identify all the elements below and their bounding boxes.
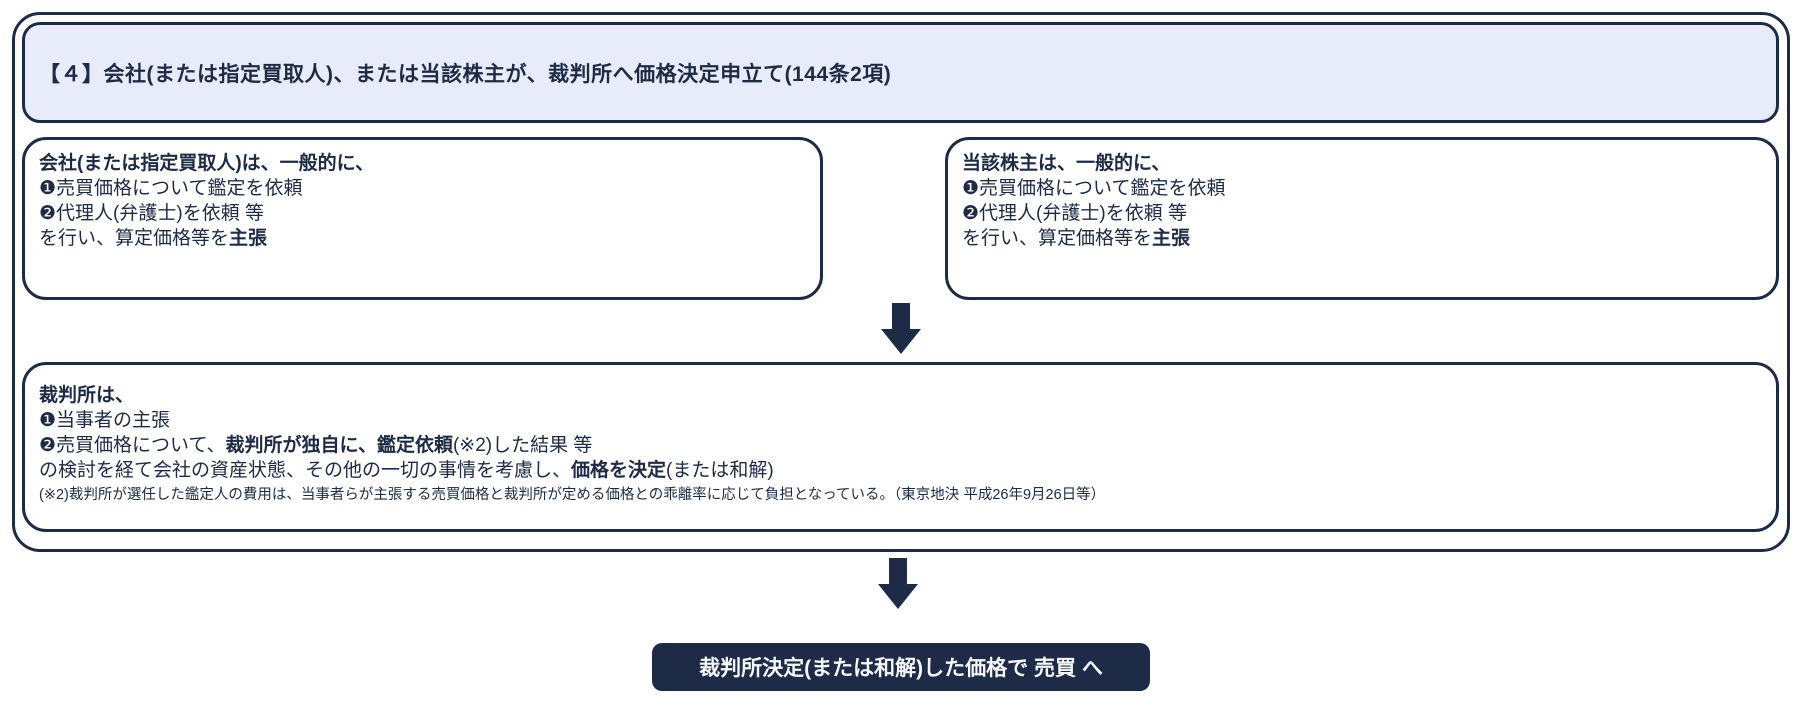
text-line: 裁判所は、 <box>39 385 135 406</box>
step4-title: 【４】会社(または指定買取人)、または当該株主が、裁判所へ価格決定申立て(144… <box>39 62 892 86</box>
text-line: ❷売買価格について、裁判所が独自に、鑑定依頼(※2)した結果 等 <box>39 435 593 456</box>
text-line: (※2)裁判所が選任した鑑定人の費用は、当事者らが主張する売買価格と裁判所が定め… <box>39 487 1106 503</box>
text-line: ❶売買価格について鑑定を依頼 <box>962 178 1226 199</box>
step4-header-box: 【４】会社(または指定買取人)、または当該株主が、裁判所へ価格決定申立て(144… <box>22 22 1779 123</box>
text-line: 当該株主は、一般的に、 <box>962 153 1171 174</box>
outer-frame <box>12 12 1790 552</box>
company-box: 会社(または指定買取人)は、一般的に、 ❶売買価格について鑑定を依頼 ❷代理人(弁護… <box>22 137 823 300</box>
text-line: ❷代理人(弁護士)を依頼 等 <box>39 203 264 224</box>
text-line: 会社(または指定買取人)は、一般的に、 <box>39 153 375 174</box>
text-line: ❶売買価格について鑑定を依頼 <box>39 178 303 199</box>
text-line: を行い、算定価格等を主張 <box>39 228 268 249</box>
text-line: ❶当事者の主張 <box>39 410 171 431</box>
result-pill-label: 裁判所決定(または和解)した価格で 売買 へ <box>699 657 1103 680</box>
court-box: 裁判所は、 ❶当事者の主張 ❷売買価格について、裁判所が独自に、鑑定依頼(※2)した… <box>22 362 1779 532</box>
down-arrow-icon <box>881 303 921 354</box>
text-line: を行い、算定価格等を主張 <box>962 228 1191 249</box>
result-pill: 裁判所決定(または和解)した価格で 売買 へ <box>652 643 1150 691</box>
text-line: の検討を経て会社の資産状態、その他の一切の事情を考慮し、価格を決定(または和解) <box>39 460 774 481</box>
shareholder-box: 当該株主は、一般的に、 ❶売買価格について鑑定を依頼 ❷代理人(弁護士)を依頼 等を… <box>945 137 1779 300</box>
down-arrow-icon <box>878 558 918 609</box>
text-line: ❷代理人(弁護士)を依頼 等 <box>962 203 1187 224</box>
